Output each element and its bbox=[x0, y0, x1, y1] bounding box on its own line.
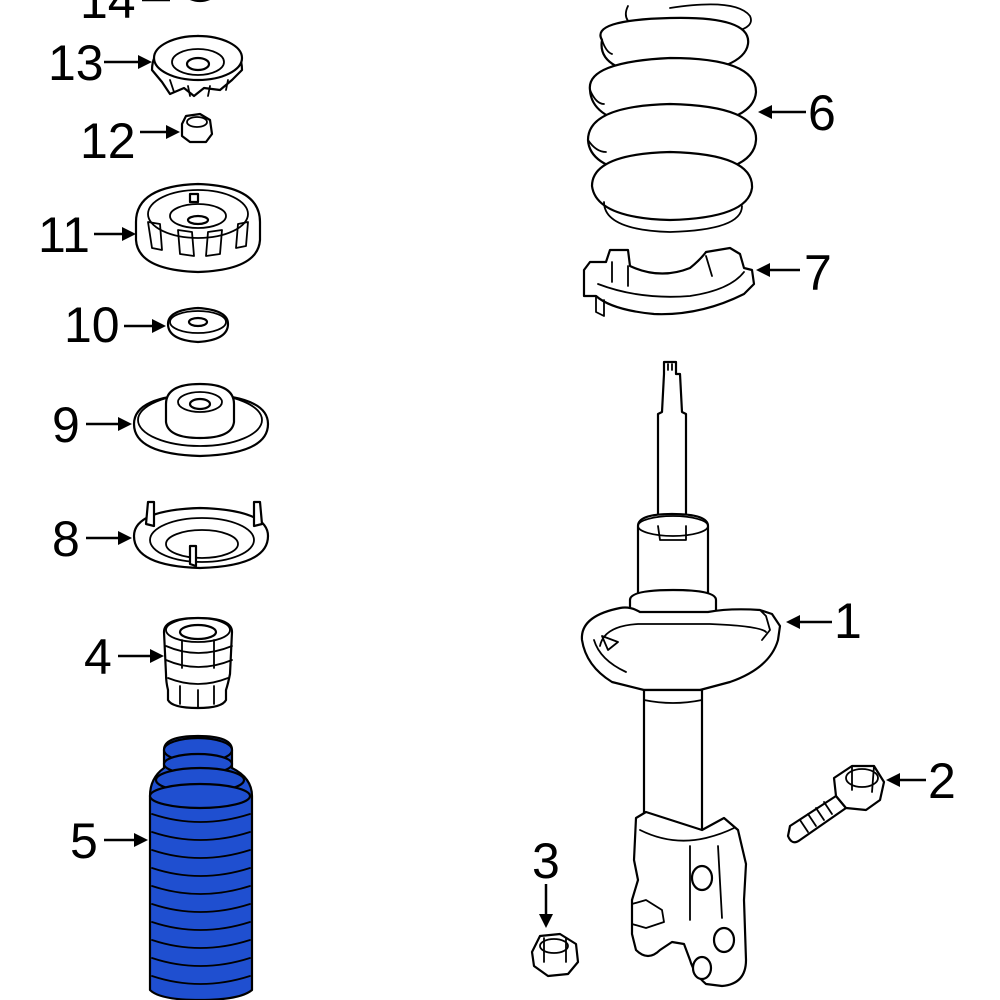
callout-11: 11 bbox=[38, 207, 136, 263]
callout-13-arrowhead bbox=[138, 55, 152, 69]
part-9[interactable] bbox=[132, 382, 270, 458]
callout-12: 12 bbox=[80, 113, 180, 169]
part-4[interactable] bbox=[162, 616, 234, 710]
callout-11-number: 11 bbox=[38, 207, 90, 263]
callout-8: 8 bbox=[52, 511, 132, 567]
callout-5: 5 bbox=[70, 813, 148, 869]
callout-13: 13 bbox=[48, 35, 152, 91]
callout-12-number: 12 bbox=[80, 113, 136, 169]
part-11[interactable] bbox=[134, 182, 262, 274]
callout-4: 4 bbox=[84, 629, 164, 685]
callout-14: 14 bbox=[80, 0, 170, 29]
callout-12-arrowhead bbox=[166, 125, 180, 139]
callout-9-arrowhead bbox=[118, 417, 132, 431]
callout-8-number: 8 bbox=[52, 511, 80, 567]
callout-13-number: 13 bbox=[48, 35, 104, 91]
callout-4-number: 4 bbox=[84, 629, 112, 685]
part-1-strut-assembly[interactable] bbox=[580, 360, 782, 988]
callout-2-number: 2 bbox=[928, 753, 956, 809]
callout-9-number: 9 bbox=[52, 397, 80, 453]
part-13[interactable] bbox=[150, 34, 244, 98]
callout-11-arrowhead bbox=[122, 227, 136, 241]
callout-1-number: 1 bbox=[834, 593, 862, 649]
callout-6-arrowhead bbox=[758, 105, 772, 119]
part-10[interactable] bbox=[166, 306, 230, 344]
callout-7: 7 bbox=[756, 245, 832, 301]
callout-7-arrowhead bbox=[756, 263, 770, 277]
callout-10-arrowhead bbox=[152, 319, 166, 333]
callout-3-number: 3 bbox=[532, 833, 560, 889]
callout-3: 3 bbox=[532, 833, 560, 928]
callout-14-number: 14 bbox=[80, 0, 136, 29]
part-2-bolt[interactable] bbox=[786, 764, 886, 844]
callout-7-number: 7 bbox=[804, 245, 832, 301]
callout-6-number: 6 bbox=[808, 85, 836, 141]
callout-10-number: 10 bbox=[64, 297, 120, 353]
callout-8-arrowhead bbox=[118, 531, 132, 545]
callout-5-arrowhead bbox=[134, 833, 148, 847]
callout-4-arrowhead bbox=[150, 649, 164, 663]
callout-2-arrowhead bbox=[886, 773, 900, 787]
callout-1: 1 bbox=[786, 593, 862, 649]
part-7-insulator[interactable] bbox=[582, 246, 756, 317]
callout-6: 6 bbox=[758, 85, 836, 141]
callout-3-arrowhead bbox=[539, 914, 553, 928]
part-12[interactable] bbox=[180, 112, 214, 144]
callout-9: 9 bbox=[52, 397, 132, 453]
callout-10: 10 bbox=[64, 297, 166, 353]
part-14[interactable] bbox=[182, 0, 218, 3]
part-6-coil-spring[interactable] bbox=[586, 3, 758, 233]
part-8[interactable] bbox=[132, 500, 270, 570]
callout-2: 2 bbox=[886, 753, 956, 809]
callout-5-number: 5 bbox=[70, 813, 98, 869]
callout-1-arrowhead bbox=[786, 615, 800, 629]
part-5-dust-boot[interactable] bbox=[148, 734, 254, 1000]
part-3-nut[interactable] bbox=[530, 932, 580, 978]
